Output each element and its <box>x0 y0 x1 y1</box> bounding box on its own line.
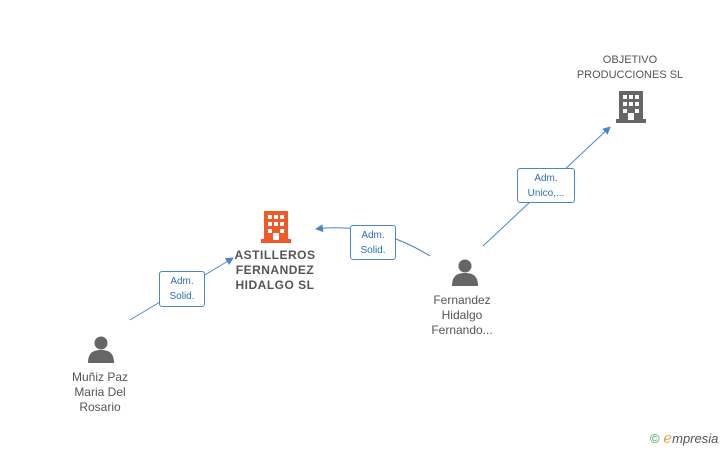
brand-logo: © empresia <box>650 429 718 447</box>
building-icon[interactable] <box>261 209 291 248</box>
brand-logo-text: mpresia <box>672 431 719 446</box>
copyright-symbol: © <box>650 431 660 446</box>
edge-role-line: Solid. <box>169 291 195 302</box>
edge-role-line: Adm. <box>361 230 385 241</box>
edge-role-label[interactable]: Adm. Solid. <box>350 225 396 260</box>
building-icon[interactable] <box>616 89 646 128</box>
edge-role-label[interactable]: Adm. Solid. <box>159 271 205 307</box>
focus-company-name[interactable]: ASTILLEROS FERNANDEZ HIDALGO SL <box>218 248 332 293</box>
edge-role-line: Unico,... <box>527 188 565 199</box>
person-name-line: Fernandez <box>433 293 491 307</box>
person-name-line: Muñiz Paz <box>71 370 129 384</box>
edge-role-line: Adm. <box>534 173 558 184</box>
edge-role-line: Solid. <box>360 245 386 256</box>
person-icon[interactable] <box>451 258 479 291</box>
person-name-line: Rosario <box>79 400 121 414</box>
brand-logo-e: e <box>663 429 673 447</box>
focus-company-line: HIDALGO SL <box>235 278 315 292</box>
person-name[interactable]: Muñiz Paz Maria Del Rosario <box>50 370 150 415</box>
edge-role-label[interactable]: Adm. Unico,... <box>517 168 575 203</box>
focus-company-line: ASTILLEROS <box>234 248 316 262</box>
other-company-name[interactable]: OBJETIVO PRODUCCIONES SL <box>560 53 700 83</box>
edge-role-line: Adm. <box>170 276 194 287</box>
person-name-line: Hidalgo <box>441 308 483 322</box>
person-name[interactable]: Fernandez Hidalgo Fernando... <box>412 293 512 338</box>
focus-company-line: FERNANDEZ <box>235 263 315 277</box>
person-name-line: Fernando... <box>431 323 493 337</box>
person-name-line: Maria Del <box>74 385 126 399</box>
other-company-line: PRODUCCIONES SL <box>576 69 684 81</box>
person-icon[interactable] <box>87 335 115 368</box>
other-company-line: OBJETIVO <box>602 54 658 66</box>
